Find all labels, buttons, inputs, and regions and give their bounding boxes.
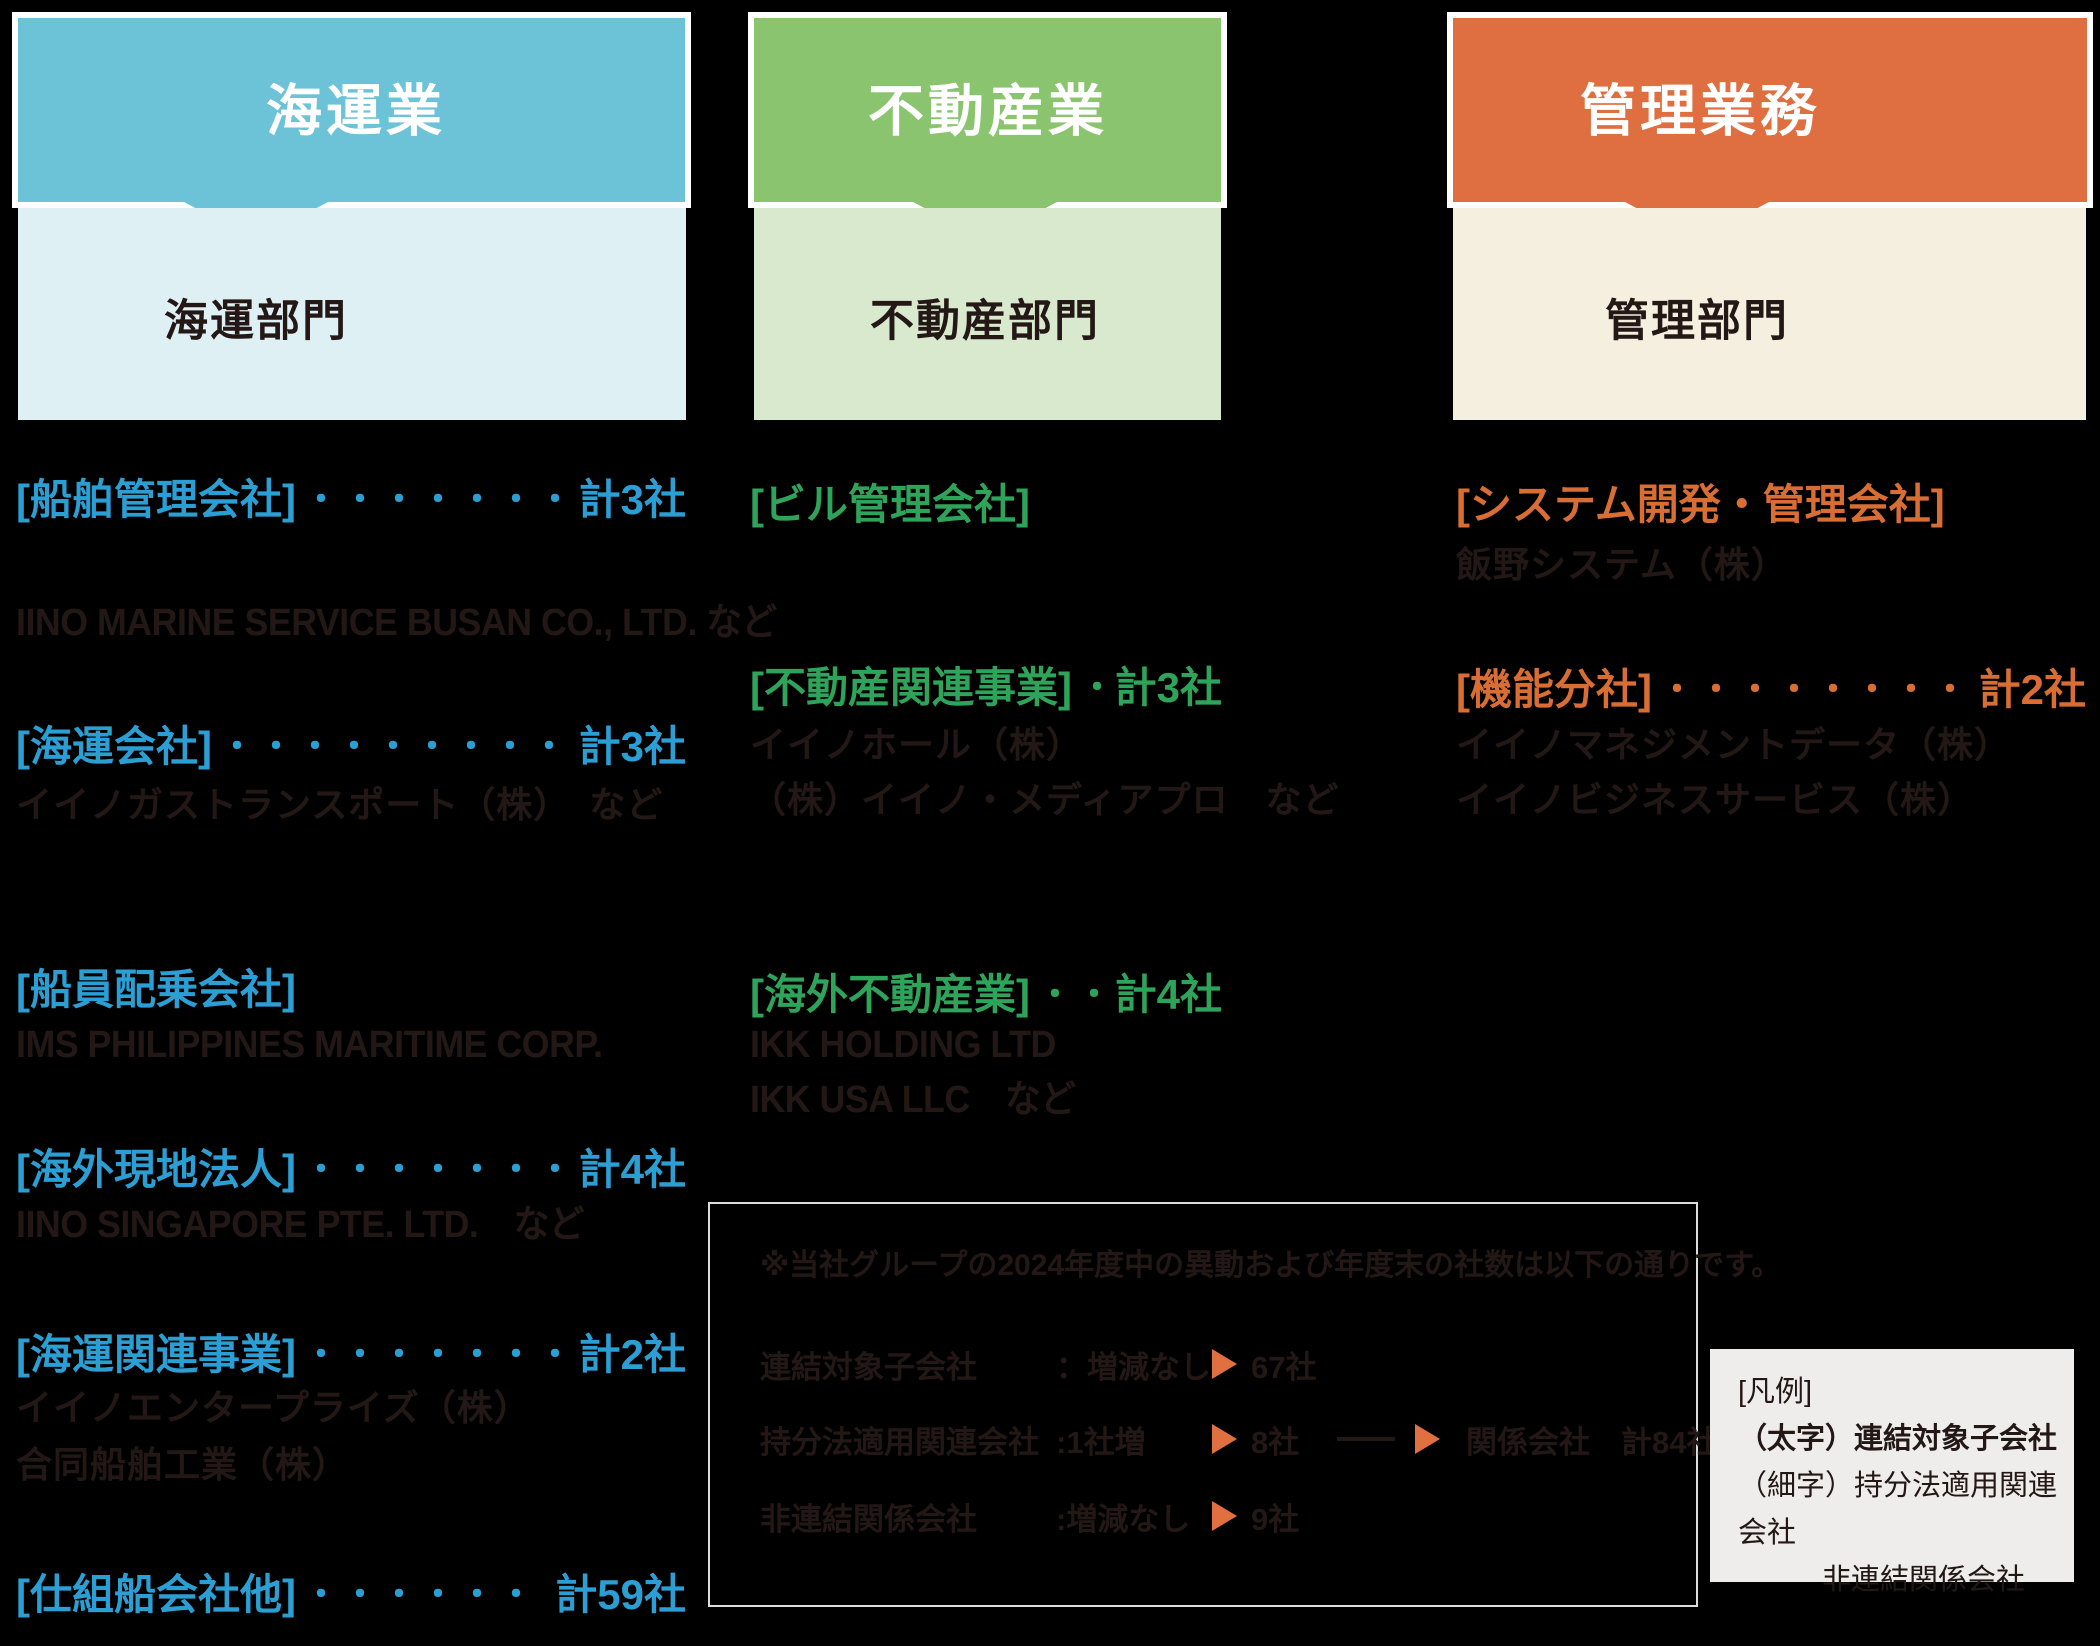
company-line: 飯野システム（株） [1456,544,1788,585]
company-line: イイノエンタープライズ（株） [16,1387,531,1428]
dotted-leader: ・・・・・・・・・・・・・・・・・・・・・・・・・・・・・・・・・・・・ [303,1576,547,1614]
shipping-header-title: 海運業 [266,79,446,143]
realestate-header-title: 不動産業 [868,79,1108,143]
legend-bold-line: （太字）連結対象子会社 [1738,1423,2058,1455]
company-line: イイノマネジメントデータ（株） [1456,724,2012,765]
company-count: 計2社 [578,1331,686,1378]
category-line: [船舶管理会社] ・・・・・・・・・・・・・・・・・・・・・・・・・・・・・・・… [16,474,686,526]
dotted-leader: ・・・・・・・・・・・・・・・・・・・・・・・・・・・・・・・・・・・・ [303,481,571,519]
shipping-header-box: 海運業 [12,12,691,208]
admin-header-fill [1453,18,2087,202]
company-line: イイノガストランスポート（株） など [16,784,664,825]
category-line: [船員配乗会社] [16,966,296,1013]
dotted-leader: ・・・・・・・・・・・・・・・・・・・・・・・・・・・・・・・・・・・・ [303,1151,571,1189]
note-row-consolidated: 連結対象子会社 ：増減なし 67社 [760,1349,1317,1385]
admin-department-label: 管理部門 [1605,296,1789,346]
category-line: [ビル管理会社] [750,481,1030,528]
company-line: IINO SINGAPORE PTE. LTD. など [16,1204,585,1246]
legend-box: [凡例] （太字）連結対象子会社 （細字）持分法適用関連会社 非連結関係会社 [1710,1349,2074,1596]
shipping-department-box: 海運部門 [18,208,686,420]
category-line: [不動産関連事業] ・・・・・・・・・・・・・・・・・・・・・・・・・・・・・・… [750,662,1222,714]
company-count: 計2社 [1978,666,2086,713]
note-row-nonconsolidated: 非連結関係会社 :増減なし 9社 [760,1501,1300,1537]
admin-header-title: 管理業務 [1580,79,1820,143]
admin-department-box: 管理部門 [1453,208,2086,420]
category-line: [仕組船会社他] ・・・・・・・・・・・・・・・・・・・・・・・・・・・・・・・… [16,1569,686,1621]
dotted-leader: ・・・・・・・・・・・・・・・・・・・・・・・・・・・・・・・・・・・・ [219,728,571,766]
arrow-right-icon [1212,1424,1237,1454]
legend-title: [凡例] [1738,1376,1813,1408]
category-line: [海運会社] ・・・・・・・・・・・・・・・・・・・・・・・・・・・・・・・・・… [16,721,686,773]
company-count: 計59社 [555,1571,686,1618]
dotted-leader: ・・・・・・・・・・・・・・・・・・・・・・・・・・・・・・・・・・・・ [1080,662,1107,714]
category-line: [海外現地法人] ・・・・・・・・・・・・・・・・・・・・・・・・・・・・・・・… [16,1144,686,1196]
dotted-leader: ・・・・・・・・・・・・・・・・・・・・・・・・・・・・・・・・・・・・ [1037,976,1107,1014]
company-line: イイノホール（株） [750,724,1084,765]
company-count: 計3社 [1114,664,1222,711]
category-line: [海外不動産業] ・・・・・・・・・・・・・・・・・・・・・・・・・・・・・・・… [750,969,1222,1021]
group-change-note-box [708,1202,1698,1607]
company-line: （株）イイノ・メディアプロ など [750,779,1340,820]
arrow-right-icon [1212,1501,1237,1531]
company-line: イイノビジネスサービス（株） [1456,779,1975,820]
realestate-header-box: 不動産業 [748,12,1227,208]
note-heading: ※当社グループの2024年度中の異動および年度末の社数は以下の通りです。 [760,1249,1782,1282]
realestate-header-fill [754,18,1221,202]
shipping-department-label: 海運部門 [164,296,348,346]
company-line: IINO MARINE SERVICE BUSAN CO., LTD. など [16,602,777,644]
category-line: [海運関連事業] ・・・・・・・・・・・・・・・・・・・・・・・・・・・・・・・… [16,1329,686,1381]
company-line: 合同船舶工業（株） [16,1444,350,1485]
company-count: 計4社 [578,1146,686,1193]
arrow-right-icon [1212,1349,1237,1379]
realestate-department-label: 不動産部門 [870,296,1100,346]
arrow-right-icon [1415,1424,1440,1454]
company-count: 計3社 [578,476,686,523]
category-line: [機能分社] ・・・・・・・・・・・・・・・・・・・・・・・・・・・・・・・・・… [1456,664,2086,716]
company-line: IKK USA LLC など [750,1079,1076,1121]
company-count: 計4社 [1114,971,1222,1018]
category-line: [システム開発・管理会社] [1456,481,1945,528]
legend-thin-line: （細字）持分法適用関連会社 [1738,1470,2058,1549]
legend-thin-line: 非連結関係会社 [1822,1564,2026,1596]
note-row-equity-method: 持分法適用関連会社 :1社増 8社 関係会社 計84社 [760,1424,1718,1460]
realestate-department-box: 不動産部門 [754,208,1221,420]
shipping-header-fill [18,18,685,202]
admin-header-box: 管理業務 [1447,12,2093,208]
company-count: 計3社 [578,723,686,770]
dotted-leader: ・・・・・・・・・・・・・・・・・・・・・・・・・・・・・・・・・・・・ [1659,671,1971,709]
dotted-leader: ・・・・・・・・・・・・・・・・・・・・・・・・・・・・・・・・・・・・ [303,1336,571,1374]
company-line: IKK HOLDING LTD [750,1024,1056,1066]
company-line: IMS PHILIPPINES MARITIME CORP. [16,1024,603,1066]
connector-line [1337,1437,1395,1441]
